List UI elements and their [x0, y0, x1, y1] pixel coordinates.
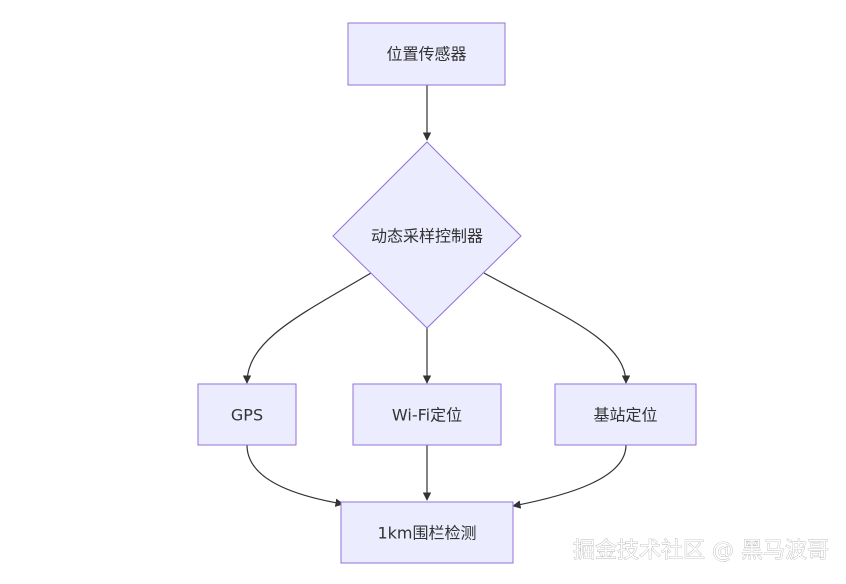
edge-gps-to-fence: [246, 444, 344, 507]
node-fence-label: 1km围栏检测: [377, 524, 476, 543]
node-wifi-label: Wi-Fi定位: [392, 406, 462, 425]
node-sensor-label: 位置传感器: [386, 45, 466, 64]
edge-controller-to-gps: [242, 272, 372, 384]
node-controller-label: 动态采样控制器: [371, 227, 483, 246]
node-fence: 1km围栏检测: [340, 501, 514, 564]
watermark-text: 掘金技术社区 @ 黑马波哥: [573, 539, 829, 564]
edge-cell-to-fence: [512, 444, 627, 509]
node-sensor: 位置传感器: [347, 22, 506, 86]
node-cell: 基站定位: [554, 383, 697, 446]
node-wifi: Wi-Fi定位: [352, 383, 502, 446]
edge-controller-to-cell: [483, 272, 631, 384]
node-cell-label: 基站定位: [593, 406, 657, 425]
node-gps-label: GPS: [231, 406, 263, 425]
node-controller: 动态采样控制器: [332, 141, 522, 329]
node-gps: GPS: [197, 383, 297, 446]
